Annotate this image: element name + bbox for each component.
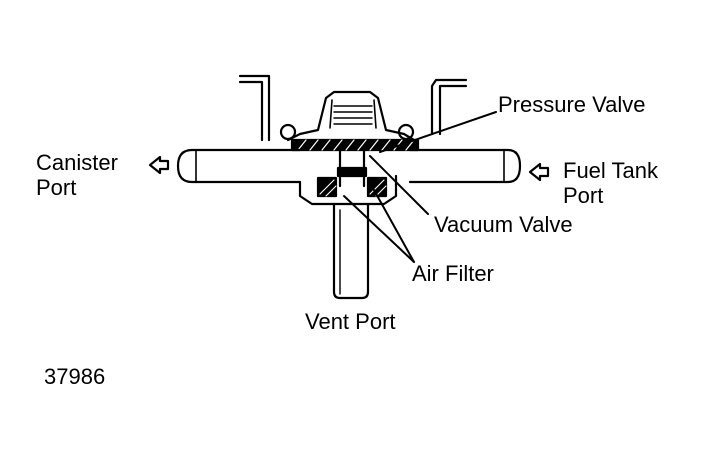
pressure-valve-label: Pressure Valve <box>498 92 646 117</box>
canister-port-label-line2: Port <box>36 175 77 200</box>
filter-hatch <box>319 179 387 197</box>
pressure-valve-plate <box>290 138 420 152</box>
vent-port-tube <box>332 202 370 300</box>
right-mounting-bracket <box>430 78 468 136</box>
fuel-tank-port-label-line1: Fuel Tank <box>563 158 658 183</box>
vacuum-valve-label: Vacuum Valve <box>434 212 573 237</box>
vacuum-valve-leader <box>369 155 429 215</box>
canister-port-tube <box>176 148 302 184</box>
vent-port-label: Vent Port <box>305 309 396 334</box>
fuel-tank-port-tube <box>408 148 522 184</box>
air-filter-leader-1 <box>343 195 415 263</box>
left-screw <box>279 123 297 141</box>
figure-number: 37986 <box>44 364 106 389</box>
canister-port-label-line1: Canister <box>36 150 118 175</box>
dome-spring <box>333 105 373 125</box>
left-mounting-bracket <box>238 74 271 142</box>
pressure-valve-leader <box>379 111 497 153</box>
canister-port-label: Canister Port <box>36 150 118 200</box>
valve-lower-body <box>298 174 398 206</box>
fuel-tank-port-arrow <box>528 162 550 182</box>
canister-port-arrow <box>148 155 170 175</box>
vacuum-valve-disc <box>336 166 368 178</box>
valve-dome-cap <box>286 90 416 142</box>
right-screw <box>397 123 415 141</box>
air-filter-label: Air Filter <box>412 261 494 286</box>
fuel-tank-port-label-line2: Port <box>563 183 604 208</box>
dome-inner <box>329 99 377 129</box>
air-filter-leader-2 <box>373 189 415 263</box>
fuel-tank-port-label: Fuel Tank Port <box>563 158 658 208</box>
